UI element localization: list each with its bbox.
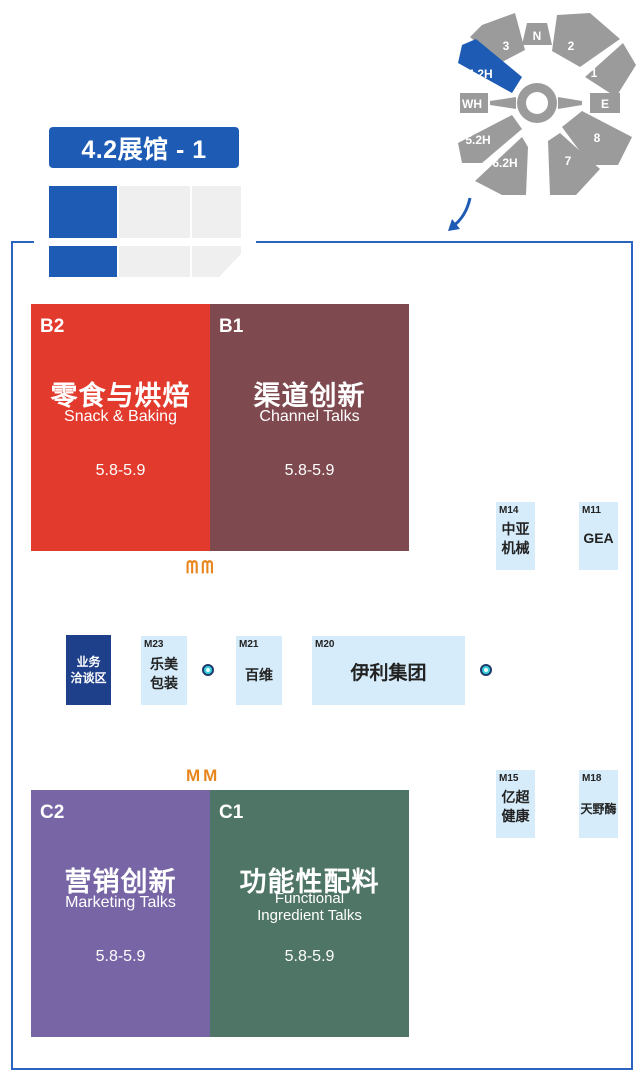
booth-m11-name: GEA xyxy=(583,530,614,546)
booth-m18[interactable]: M18 天野酶 xyxy=(579,770,618,838)
booth-m23-name: 乐美 包装 xyxy=(150,656,178,691)
booth-m14-code: M14 xyxy=(499,505,519,516)
hall-e[interactable]: E xyxy=(590,93,620,113)
booth-m23-code: M23 xyxy=(144,639,164,650)
booth-m18-code: M18 xyxy=(582,773,602,784)
zone-c2-subtitle: Marketing Talks xyxy=(65,894,176,911)
zone-c1-date: 5.8-5.9 xyxy=(284,948,335,965)
booth-m14[interactable]: M14 中亚 机械 xyxy=(496,502,535,570)
booth-m15-name: 亿超 健康 xyxy=(501,789,530,824)
business-area[interactable]: 业务 洽谈区 xyxy=(66,635,111,705)
zone-b2-date: 5.8-5.9 xyxy=(95,462,146,479)
hall-1[interactable]: 1 xyxy=(585,43,636,97)
zone-b1-code: B1 xyxy=(219,316,244,337)
zone-b1[interactable]: B1 渠道创新 Channel Talks 5.8-5.9 xyxy=(210,304,409,551)
hall-n-label: N xyxy=(533,29,542,43)
booth-m21[interactable]: M21 百维 xyxy=(236,636,282,705)
hall-e-label: E xyxy=(601,97,609,111)
hall-7[interactable]: 7 xyxy=(548,133,600,195)
section-tab-1[interactable] xyxy=(49,186,117,277)
booth-m15[interactable]: M15 亿超 健康 xyxy=(496,770,535,838)
hall-4-2h[interactable]: 4.2H xyxy=(458,39,522,93)
location-arrow-icon xyxy=(448,197,472,231)
hall-4-2h-label: 4.2H xyxy=(467,67,492,81)
hall-title: 4.2展馆 - 1 xyxy=(49,127,239,168)
zone-c2-title: 营销创新 xyxy=(64,867,177,897)
hall-wh[interactable]: WH xyxy=(460,93,488,113)
hall-7-label: 7 xyxy=(565,154,572,168)
hall-3[interactable]: 3 xyxy=(470,13,525,63)
zone-b1-date: 5.8-5.9 xyxy=(284,462,335,479)
booth-m11-code: M11 xyxy=(582,505,601,516)
east-corridor xyxy=(558,97,582,109)
booth-m21-code: M21 xyxy=(239,639,259,650)
hall-outline-gap xyxy=(34,238,256,246)
section-tab-3[interactable] xyxy=(192,186,241,277)
hall-wh-label: WH xyxy=(462,97,482,111)
booth-m21-name: 百维 xyxy=(245,667,273,683)
zone-c1-subtitle: Functional Ingredient Talks xyxy=(257,890,362,924)
venue-key-map: N 3 2 1 4.2H WH E 5.2H 6.2H 8 7 xyxy=(448,13,636,231)
zone-b2-title: 零食与烘焙 xyxy=(50,381,191,411)
zone-b2-code: B2 xyxy=(40,316,65,337)
zone-c1-title: 功能性配料 xyxy=(239,867,380,897)
booth-m14-name: 中亚 机械 xyxy=(501,521,530,556)
zone-b1-title: 渠道创新 xyxy=(253,381,366,411)
zone-c1[interactable]: C1 功能性配料 Functional Ingredient Talks 5.8… xyxy=(210,790,409,1037)
hall-8-label: 8 xyxy=(594,131,601,145)
booth-m22-marker xyxy=(202,664,214,676)
hall-5-2h[interactable]: 5.2H xyxy=(458,115,522,163)
booth-m20-name: 伊利集团 xyxy=(350,663,427,684)
hall-2-label: 2 xyxy=(568,39,575,53)
hall-1-label: 1 xyxy=(591,66,598,80)
hall-2[interactable]: 2 xyxy=(552,13,620,67)
entrance-marker-top: ᗰᗰ xyxy=(186,558,217,577)
west-corridor xyxy=(490,97,516,109)
booth-m15-code: M15 xyxy=(499,773,519,784)
booth-m20[interactable]: M20 伊利集团 xyxy=(312,636,465,705)
hall-8[interactable]: 8 xyxy=(562,111,632,165)
zone-c2-code: C2 xyxy=(40,802,65,823)
central-hub-inner xyxy=(526,92,548,114)
entrance-marker-bottom: MM xyxy=(186,766,221,785)
section-tab-2[interactable] xyxy=(119,186,190,277)
hall-6-2h[interactable]: 6.2H xyxy=(475,137,528,195)
booth-m19-marker xyxy=(480,664,492,676)
zone-b2[interactable]: B2 零食与烘焙 Snack & Baking 5.8-5.9 xyxy=(31,304,210,551)
hall-6-2h-label: 6.2H xyxy=(492,156,517,170)
booth-m18-name: 天野酶 xyxy=(580,802,617,816)
zone-c2-date: 5.8-5.9 xyxy=(95,948,146,965)
hall-5-2h-label: 5.2H xyxy=(465,133,490,147)
booth-m11[interactable]: M11 GEA xyxy=(579,502,618,570)
zone-c1-code: C1 xyxy=(219,802,244,823)
booth-m20-code: M20 xyxy=(315,639,335,650)
zone-b2-subtitle: Snack & Baking xyxy=(64,408,177,425)
zone-c2[interactable]: C2 营销创新 Marketing Talks 5.8-5.9 xyxy=(31,790,210,1037)
hall-outline xyxy=(11,241,633,1070)
hall-n[interactable]: N xyxy=(522,23,552,45)
zone-b1-subtitle: Channel Talks xyxy=(259,408,360,425)
hall-3-label: 3 xyxy=(503,39,510,53)
booth-m23[interactable]: M23 乐美 包装 xyxy=(141,636,187,705)
